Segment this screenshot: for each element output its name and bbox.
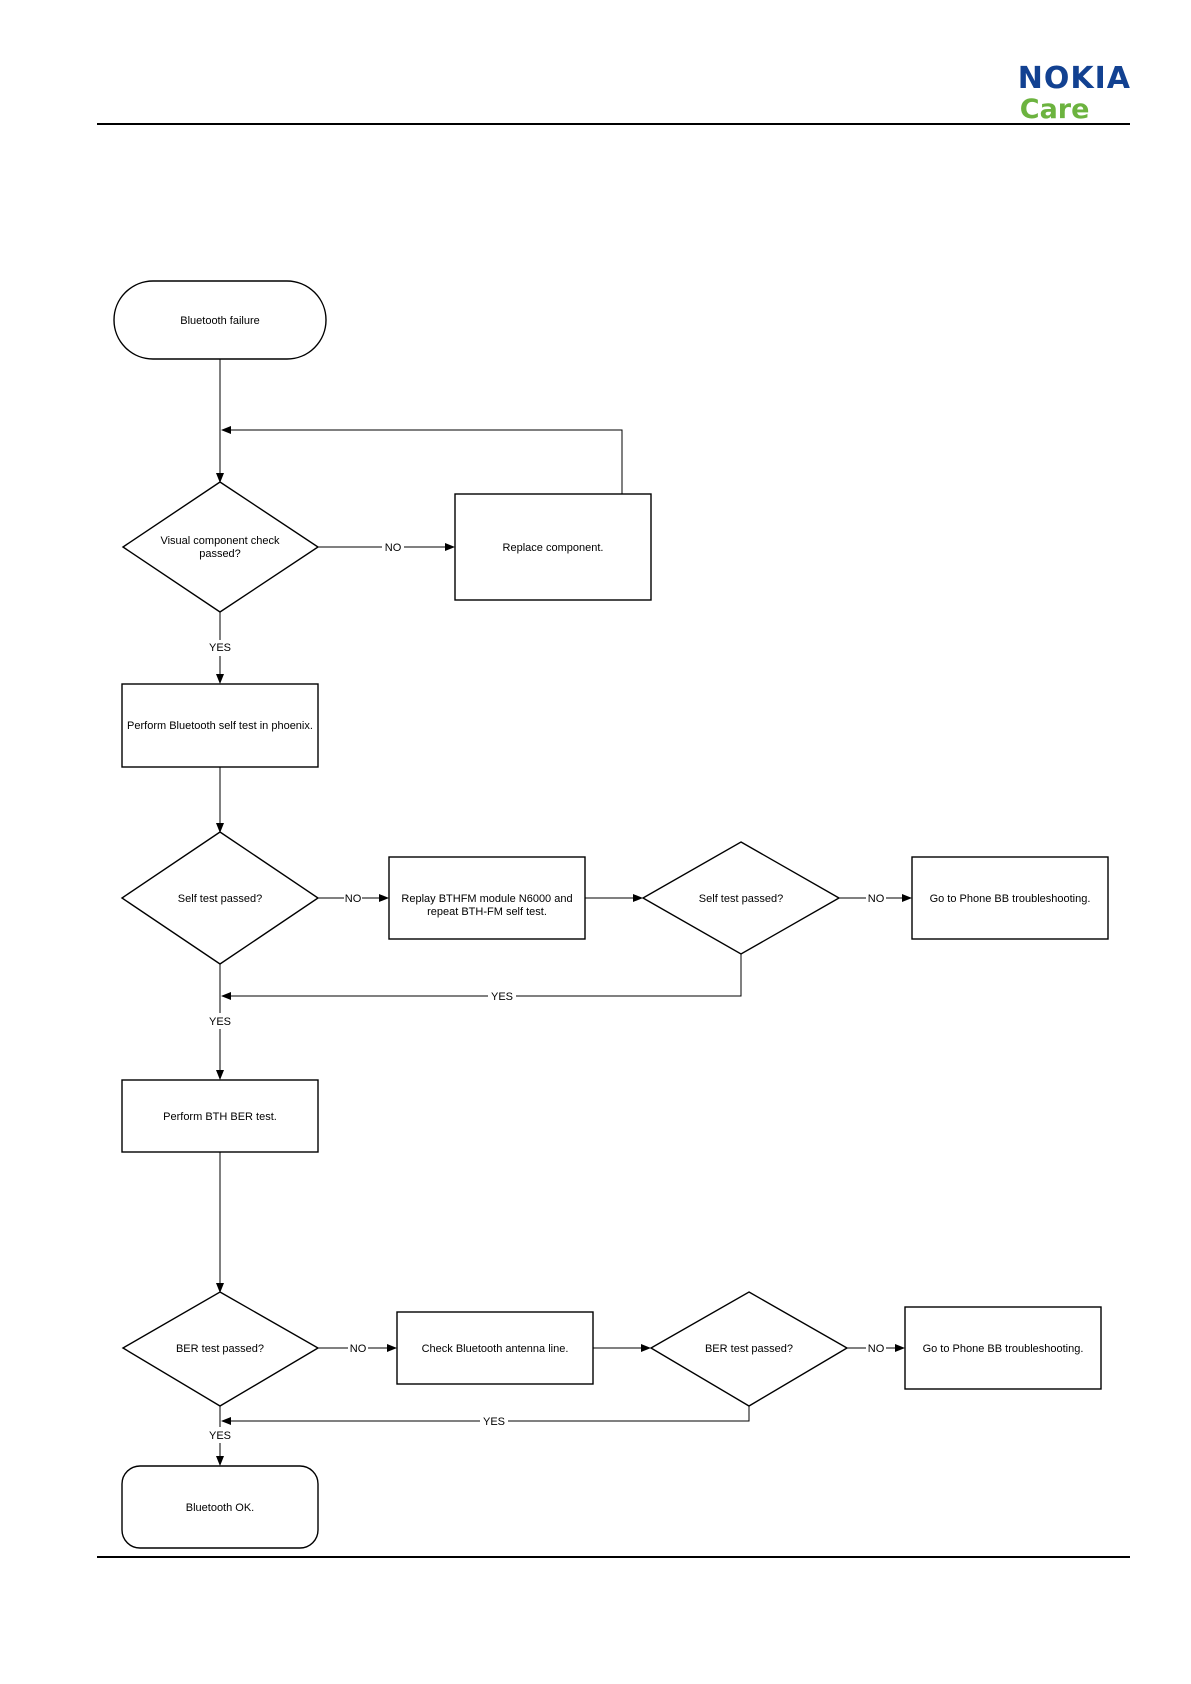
- node-goto-bb-2: Go to Phone BB troubleshooting.: [904, 1306, 1102, 1390]
- node-visual-check-line1: Visual component check: [160, 535, 280, 547]
- node-visual-check: Visual component check passed?: [121, 481, 320, 613]
- label-q2-no: NO: [868, 893, 885, 905]
- edge-berq2-yes-a: [508, 1406, 750, 1422]
- node-check-antenna-text: Check Bluetooth antenna line.: [422, 1343, 569, 1355]
- footer-rule: [97, 1556, 1130, 1558]
- node-goto-bb-2-text: Go to Phone BB troubleshooting.: [923, 1343, 1084, 1355]
- edge-q2-yes-a: [516, 954, 742, 997]
- edge-replace-loop: [221, 426, 623, 494]
- connectors: [216, 359, 912, 1466]
- node-self-test-q1: Self test passed?: [120, 831, 320, 965]
- node-self-test-q2-text: Self test passed?: [699, 893, 783, 905]
- node-ber-test: Perform BTH BER test.: [121, 1079, 319, 1153]
- node-self-test-q2: Self test passed?: [641, 841, 841, 955]
- label-q2-yes: YES: [491, 991, 513, 1003]
- label-q1-no: NO: [345, 893, 362, 905]
- node-check-antenna: Check Bluetooth antenna line.: [396, 1311, 594, 1385]
- node-self-test-text: Perform Bluetooth self test in phoenix.: [127, 720, 313, 732]
- label-berq2-no: NO: [868, 1343, 885, 1355]
- node-ber-q2: BER test passed?: [649, 1291, 849, 1407]
- node-ber-q1: BER test passed?: [121, 1291, 320, 1407]
- node-replay-module-line2: repeat BTH-FM self test.: [427, 906, 547, 918]
- node-start-text: Bluetooth failure: [180, 315, 260, 327]
- label-q1-yes: YES: [209, 1016, 231, 1028]
- node-goto-bb-1: Go to Phone BB troubleshooting.: [911, 856, 1109, 940]
- label-visual-yes: YES: [209, 642, 231, 654]
- node-replay-module-line1: Replay BTHFM module N6000 and: [401, 893, 572, 905]
- node-ber-q1-text: BER test passed?: [176, 1343, 264, 1355]
- node-ber-q2-text: BER test passed?: [705, 1343, 793, 1355]
- edge-labels: NO YES NO NO YES YES NO NO YES YES: [209, 542, 885, 1442]
- node-self-test: Perform Bluetooth self test in phoenix.: [121, 683, 319, 768]
- node-replace-component-text: Replace component.: [503, 542, 604, 554]
- header-rule: [97, 123, 1130, 125]
- node-replace-component: Replace component.: [454, 493, 652, 601]
- label-berq2-yes: YES: [483, 1416, 505, 1428]
- nokia-care-logo: NOKIA Care: [1018, 62, 1131, 124]
- node-replay-module: Replay BTHFM module N6000 and repeat BTH…: [388, 856, 586, 940]
- node-visual-check-line2: passed?: [199, 548, 241, 560]
- label-berq1-yes: YES: [209, 1430, 231, 1442]
- label-berq1-no: NO: [350, 1343, 367, 1355]
- node-goto-bb-1-text: Go to Phone BB troubleshooting.: [930, 893, 1091, 905]
- node-end: Bluetooth OK.: [121, 1465, 319, 1549]
- label-visual-no: NO: [385, 542, 402, 554]
- logo-word: NOKIA: [1017, 61, 1131, 96]
- node-self-test-q1-text: Self test passed?: [178, 893, 262, 905]
- node-start: Bluetooth failure: [113, 280, 327, 360]
- logo-sub: Care: [1019, 94, 1090, 125]
- node-ber-test-text: Perform BTH BER test.: [163, 1111, 277, 1123]
- node-end-text: Bluetooth OK.: [186, 1502, 255, 1514]
